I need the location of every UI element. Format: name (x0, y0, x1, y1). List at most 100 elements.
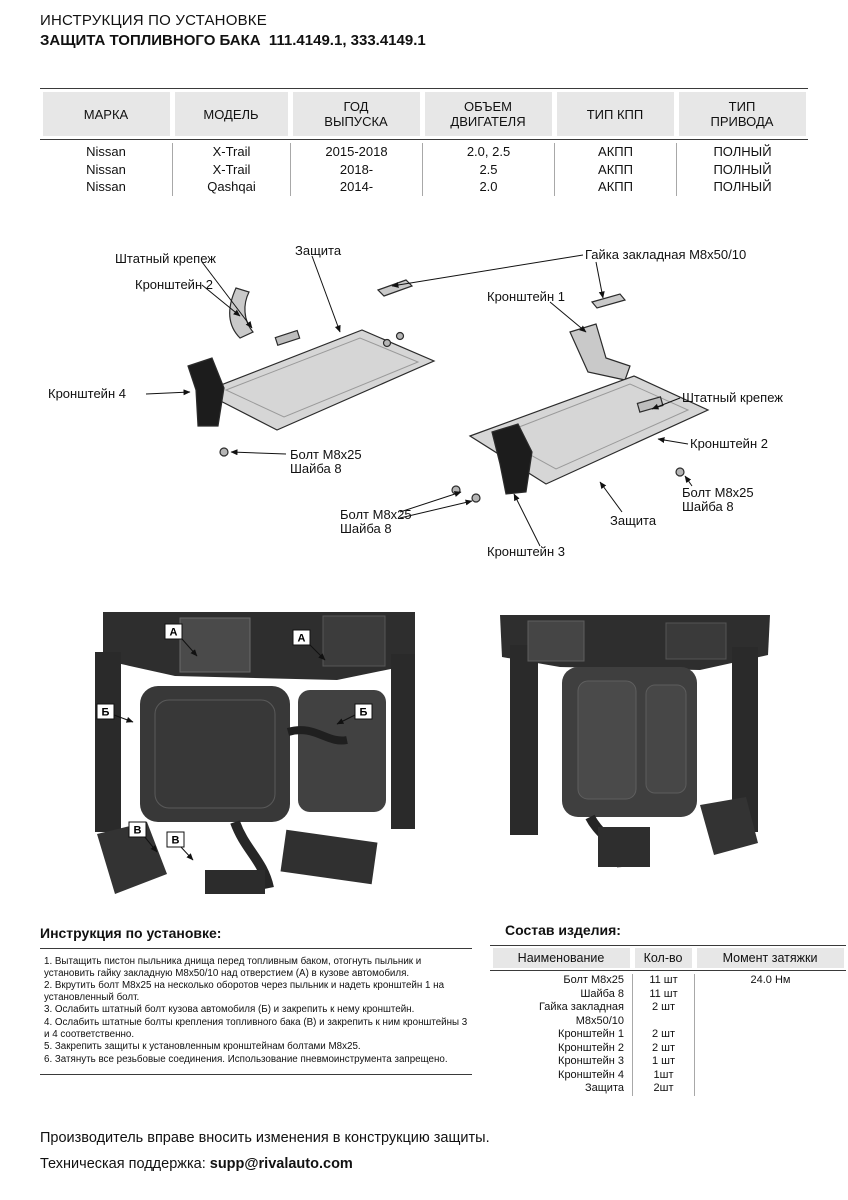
spec-cell: АКПП (554, 143, 676, 161)
label-stock-fastener-left: Штатный крепеж (115, 251, 216, 266)
spec-header-drive: ТИП ПРИВОДА (678, 92, 806, 136)
label-bracket-4: Кронштейн 4 (48, 386, 126, 401)
spec-cell: ПОЛНЫЙ (676, 160, 808, 178)
document-subtitle: ЗАЩИТА ТОПЛИВНОГО БАКА 111.4149.1, 333.4… (40, 32, 426, 49)
part-name: Гайка закладная М8х50/10 (538, 1001, 624, 1027)
parts-table-header-row: Наименование Кол-во Момент затяжки (490, 945, 846, 971)
spec-cell: АКПП (554, 160, 676, 178)
spec-header-engine: ОБЪЕМ ДВИГАТЕЛЯ (424, 92, 552, 136)
instruction-step: 5. Закрепить защиты к установленным крон… (44, 1041, 361, 1053)
spec-header-marka: МАРКА (42, 92, 170, 136)
instruction-step: 1. Вытащить пистон пыльника днища перед … (44, 956, 422, 979)
spec-header-year: ГОД ВЫПУСКА (292, 92, 420, 136)
spec-cell: ПОЛНЫЙ (676, 178, 808, 196)
label-bracket-2-left: Кронштейн 2 (135, 277, 213, 292)
spec-cell: X-Trail (172, 143, 290, 161)
part-name: Кронштейн 3 (558, 1055, 624, 1067)
underbody-photo-left: А А Б Б В В (85, 612, 425, 912)
bracket-2-left-shape (229, 287, 254, 339)
stock-fastener-left-shape (274, 329, 301, 346)
fuel-tank-shape (140, 686, 290, 822)
part-qty: 11 шт (632, 974, 694, 988)
bracket-4-shape (187, 357, 225, 427)
instructions-title: Инструкция по установке: (40, 925, 222, 941)
shield-plate-left-shape (201, 329, 436, 431)
parts-table-body: Болт М8х25 11 шт 24.0 Нм Шайба 8 11 шт Г… (490, 971, 846, 1096)
spec-cell: 2015-2018 (290, 143, 422, 161)
part-torque (694, 1041, 846, 1055)
muffler-shape (298, 690, 386, 812)
document-header: ИНСТРУКЦИЯ ПО УСТАНОВКЕ ЗАЩИТА ТОПЛИВНОГ… (40, 12, 426, 49)
underbody-photo-right (470, 615, 790, 885)
document-title: ИНСТРУКЦИЯ ПО УСТАНОВКЕ (40, 12, 267, 29)
spec-cell: Nissan (86, 144, 126, 159)
instruction-step: 6. Затянуть все резьбовые соединения. Ис… (44, 1053, 448, 1065)
callout-a: А (298, 633, 306, 645)
part-name: Кронштейн 1 (558, 1028, 624, 1040)
parts-list-title: Состав изделия: (505, 922, 621, 938)
part-qty: 2 шт (632, 1041, 694, 1055)
spec-cell: 2014- (290, 178, 422, 196)
part-qty: 2 шт (632, 1001, 694, 1028)
spec-header-gearbox: ТИП КПП (556, 92, 674, 136)
parts-header-torque: Момент затяжки (696, 948, 844, 968)
support-email: supp@rivalauto.com (209, 1156, 353, 1172)
spec-cell: Nissan (86, 161, 126, 177)
part-qty: 2 шт (632, 1028, 694, 1042)
footer-support: Техническая поддержка: supp@rivalauto.co… (40, 1156, 353, 1172)
clamp-nut-strip-right-shape (590, 293, 627, 309)
callout-b: Б (360, 707, 368, 719)
label-clamp-nut: Гайка закладная М8х50/10 (585, 247, 747, 262)
part-name: Кронштейн 2 (558, 1041, 624, 1054)
part-torque (694, 987, 846, 1001)
part-qty: 2шт (632, 1082, 694, 1096)
instruction-step: 2. Вкрутить болт М8х25 на несколько обор… (44, 980, 445, 1003)
callout-b: Б (102, 707, 110, 719)
parts-header-qty: Кол-во (634, 948, 692, 968)
label-bracket-2-right: Кронштейн 2 (690, 436, 768, 451)
footer-disclaimer: Производитель вправе вносить изменения в… (40, 1130, 490, 1146)
vehicle-spec-table: МАРКА МОДЕЛЬ ГОД ВЫПУСКА ОБЪЕМ ДВИГАТЕЛЯ… (40, 88, 808, 196)
part-qty: 1шт (632, 1068, 694, 1082)
instruction-step: 4. Ослабить штатные болты крепления топл… (44, 1016, 468, 1040)
parts-table: Наименование Кол-во Момент затяжки Болт … (490, 945, 846, 1096)
spec-cell: 2.0 (422, 178, 554, 196)
callout-a: А (170, 627, 178, 639)
label-bracket-1: Кронштейн 1 (487, 289, 565, 304)
callout-v: В (172, 835, 180, 847)
part-qty: 11 шт (632, 987, 694, 1001)
bracket-3-shape (491, 423, 533, 495)
spec-cell: Qashqai (172, 178, 290, 196)
label-shield-right: Защита (610, 513, 657, 528)
label-bolt-center: Болт М8х25 Шайба 8 (340, 507, 412, 536)
part-torque (694, 1001, 846, 1028)
leader-lines (145, 254, 693, 547)
bracket-1-shape (569, 323, 631, 381)
part-torque (694, 1028, 846, 1042)
label-bolt-left: Болт М8х25 Шайба 8 (290, 447, 362, 476)
part-name: Защита (585, 1082, 624, 1094)
label-bracket-3: Кронштейн 3 (487, 544, 565, 559)
spec-cell: АКПП (554, 178, 676, 196)
part-torque (694, 1055, 846, 1069)
bolt-left-shape (219, 447, 229, 457)
spec-table-header-row: МАРКА МОДЕЛЬ ГОД ВЫПУСКА ОБЪЕМ ДВИГАТЕЛЯ… (40, 88, 808, 140)
spec-cell: X-Trail (172, 160, 290, 178)
spec-cell: 2.0, 2.5 (422, 143, 554, 161)
spec-cell: 2.5 (422, 160, 554, 178)
part-name: Кронштейн 4 (558, 1068, 624, 1081)
spec-table-body: Nissan X-Trail 2015-2018 2.0, 2.5 АКПП П… (40, 140, 808, 196)
label-shield-left: Защита (295, 243, 342, 258)
spec-cell: 2018- (290, 160, 422, 178)
callout-v: В (134, 825, 142, 837)
label-stock-fastener-right: Штатный крепеж (682, 390, 783, 405)
stock-fastener-right-shape (636, 396, 664, 413)
parts-header-name: Наименование (492, 948, 630, 968)
spec-cell: ПОЛНЫЙ (676, 143, 808, 161)
part-qty: 1 шт (632, 1055, 694, 1069)
spec-cell: Nissan (86, 179, 126, 194)
part-torque (694, 1082, 846, 1096)
label-bolt-right: Болт М8х25 Шайба 8 (682, 485, 754, 514)
instruction-step: 3. Ослабить штатный болт кузова автомоби… (44, 1004, 415, 1016)
